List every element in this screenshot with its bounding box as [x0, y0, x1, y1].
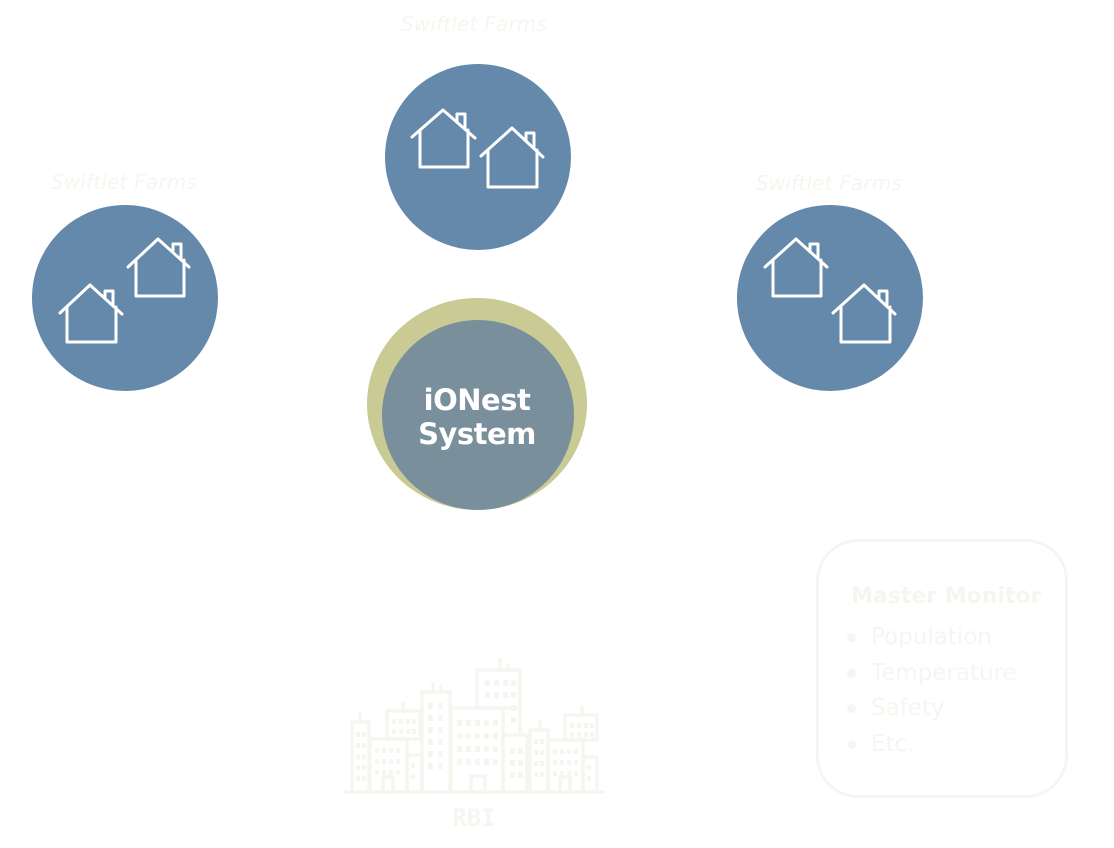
monitor-item: Population	[845, 620, 1017, 656]
farm-label-top: Swiftlet Farms	[400, 12, 548, 36]
hub-title-line1: iONest	[423, 383, 531, 417]
farm-circle-left	[32, 205, 218, 391]
master-monitor-title: Master Monitor	[851, 584, 1042, 609]
farm-label-left: Swiftlet Farms	[50, 170, 198, 194]
monitor-item: Safety	[845, 691, 1017, 727]
hub-circle: iONest System	[382, 320, 574, 510]
farm-label-right: Swiftlet Farms	[755, 171, 903, 195]
rbi-label: RBI	[452, 804, 496, 832]
farm-circle-top	[385, 64, 571, 250]
hub-title: iONest System	[382, 383, 572, 451]
two-houses-icon	[763, 237, 897, 344]
bullet-icon	[847, 668, 856, 678]
hub-title-line2: System	[418, 417, 536, 451]
master-monitor-box: Master Monitor Population Temperature Sa…	[816, 539, 1068, 798]
farm-circle-right	[737, 205, 923, 391]
city-buildings-icon	[343, 658, 605, 794]
monitor-item: Etc.	[845, 727, 1017, 763]
two-houses-icon	[410, 108, 545, 189]
monitor-item: Temperature	[845, 656, 1017, 692]
bullet-icon	[847, 633, 856, 642]
bullet-icon	[847, 739, 856, 749]
bullet-icon	[847, 704, 856, 713]
master-monitor-list: Population Temperature Safety Etc.	[845, 620, 1017, 762]
two-houses-icon	[58, 237, 191, 344]
